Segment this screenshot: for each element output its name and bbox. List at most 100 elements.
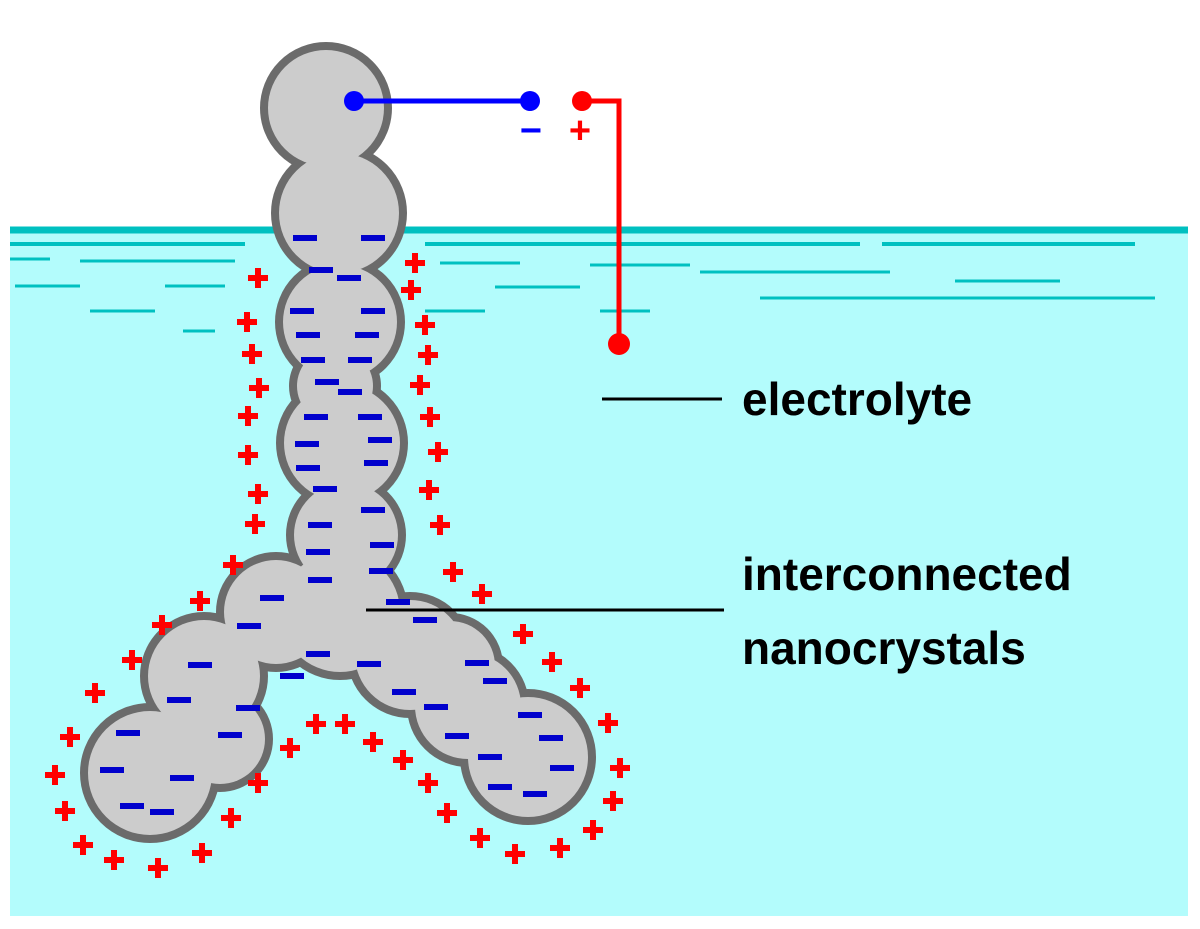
negative-contact-dot bbox=[344, 91, 364, 111]
negative-charge-mark bbox=[308, 522, 332, 528]
positive-charge-mark bbox=[550, 838, 570, 858]
positive-charge-mark bbox=[418, 345, 438, 365]
negative-charge-mark bbox=[313, 486, 337, 492]
nanocrystals-label-line2: nanocrystals bbox=[742, 622, 1026, 674]
negative-charge-mark bbox=[368, 437, 392, 443]
negative-charge-mark bbox=[167, 697, 191, 703]
negative-charge-mark bbox=[465, 660, 489, 666]
positive-charge-mark bbox=[192, 843, 212, 863]
negative-charge-mark bbox=[315, 379, 339, 385]
negative-charge-mark bbox=[369, 568, 393, 574]
positive-charge-mark bbox=[85, 683, 105, 703]
negative-charge-mark bbox=[386, 599, 410, 605]
positive-charge-mark bbox=[420, 407, 440, 427]
negative-charge-mark bbox=[361, 235, 385, 241]
positive-charge-mark bbox=[238, 445, 258, 465]
negative-charge-mark bbox=[445, 733, 469, 739]
negative-terminal-symbol: − bbox=[520, 110, 542, 152]
positive-charge-mark bbox=[415, 315, 435, 335]
positive-charge-mark bbox=[245, 514, 265, 534]
negative-charge-mark bbox=[170, 775, 194, 781]
negative-charge-mark bbox=[237, 623, 261, 629]
negative-charge-mark bbox=[296, 332, 320, 338]
positive-charge-mark bbox=[570, 678, 590, 698]
positive-charge-mark bbox=[60, 727, 80, 747]
counter-electrode-dot bbox=[608, 333, 630, 355]
positive-charge-mark bbox=[122, 650, 142, 670]
negative-charge-mark bbox=[364, 460, 388, 466]
positive-charge-mark bbox=[238, 406, 258, 426]
negative-charge-mark bbox=[413, 617, 437, 623]
positive-charge-mark bbox=[610, 758, 630, 778]
negative-charge-mark bbox=[280, 673, 304, 679]
negative-charge-mark bbox=[483, 678, 507, 684]
negative-charge-mark bbox=[361, 308, 385, 314]
positive-charge-mark bbox=[513, 624, 533, 644]
positive-terminal-symbol: + bbox=[569, 110, 591, 152]
electrolyte-surface-lines bbox=[10, 226, 1188, 333]
negative-charge-mark bbox=[218, 732, 242, 738]
positive-charge-mark bbox=[583, 820, 603, 840]
positive-charge-mark bbox=[393, 750, 413, 770]
negative-charge-mark bbox=[523, 791, 547, 797]
positive-charge-mark bbox=[248, 773, 268, 793]
positive-charges bbox=[45, 253, 630, 878]
positive-charge-mark bbox=[242, 344, 262, 364]
negative-charge-mark bbox=[338, 389, 362, 395]
positive-charge-mark bbox=[401, 280, 421, 300]
negative-charge-mark bbox=[304, 414, 328, 420]
nanocrystals-label-line1: interconnected bbox=[742, 548, 1072, 600]
positive-charge-mark bbox=[443, 562, 463, 582]
negative-charge-mark bbox=[188, 662, 212, 668]
positive-charge-mark bbox=[280, 738, 300, 758]
negative-charge-mark bbox=[358, 414, 382, 420]
positive-charge-mark bbox=[237, 312, 257, 332]
negative-charge-mark bbox=[518, 712, 542, 718]
positive-charge-mark bbox=[248, 268, 268, 288]
positive-charge-mark bbox=[363, 732, 383, 752]
positive-charge-mark bbox=[410, 375, 430, 395]
positive-charge-mark bbox=[73, 835, 93, 855]
positive-charge-mark bbox=[603, 791, 623, 811]
positive-charge-mark bbox=[505, 844, 525, 864]
negative-charge-mark bbox=[100, 767, 124, 773]
negative-charge-mark bbox=[293, 235, 317, 241]
negative-charge-mark bbox=[308, 577, 332, 583]
positive-charge-mark bbox=[437, 803, 457, 823]
negative-charge-mark bbox=[478, 754, 502, 760]
positive-terminal-dot bbox=[572, 91, 592, 111]
positive-charge-mark bbox=[428, 442, 448, 462]
positive-charge-mark bbox=[335, 714, 355, 734]
negative-charge-mark bbox=[306, 651, 330, 657]
positive-wire bbox=[572, 91, 630, 355]
negative-charge-mark bbox=[488, 784, 512, 790]
negative-charge-mark bbox=[301, 357, 325, 363]
positive-charge-mark bbox=[249, 378, 269, 398]
positive-charge-mark bbox=[418, 773, 438, 793]
negative-charge-mark bbox=[337, 275, 361, 281]
negative-charge-mark bbox=[424, 704, 448, 710]
positive-charge-mark bbox=[430, 515, 450, 535]
positive-charge-mark bbox=[104, 850, 124, 870]
negative-charge-mark bbox=[150, 809, 174, 815]
negative-charge-mark bbox=[357, 661, 381, 667]
positive-charge-mark bbox=[190, 591, 210, 611]
negative-charge-mark bbox=[361, 507, 385, 513]
negative-charge-mark bbox=[550, 765, 574, 771]
negative-charge-mark bbox=[370, 542, 394, 548]
positive-charge-mark bbox=[598, 713, 618, 733]
positive-charge-mark bbox=[419, 480, 439, 500]
positive-charge-mark bbox=[306, 714, 326, 734]
positive-charge-mark bbox=[542, 652, 562, 672]
electrolyte-label: electrolyte bbox=[742, 373, 972, 425]
positive-charge-mark bbox=[148, 858, 168, 878]
negative-wire bbox=[344, 91, 540, 111]
negative-charge-mark bbox=[120, 803, 144, 809]
negative-charge-mark bbox=[539, 735, 563, 741]
nanocrystal-network bbox=[80, 42, 596, 843]
positive-charge-mark bbox=[152, 615, 172, 635]
negative-charge-mark bbox=[236, 705, 260, 711]
negative-charge-mark bbox=[260, 595, 284, 601]
negative-charge-mark bbox=[306, 549, 330, 555]
